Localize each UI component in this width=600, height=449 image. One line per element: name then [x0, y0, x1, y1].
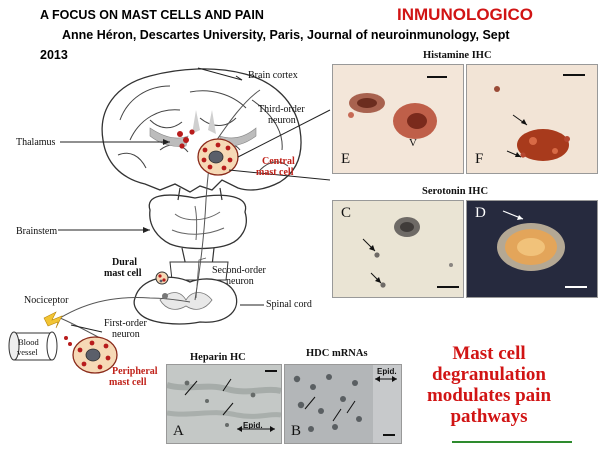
label-third-order-2: neuron — [268, 115, 296, 126]
label-central-1: Central — [262, 156, 295, 167]
serotonin-title: Serotonin IHC — [422, 186, 489, 197]
histamine-title: Histamine IHC — [423, 50, 492, 61]
summary-line-4: pathways — [450, 406, 528, 427]
panel-b-epid: Epid. — [377, 367, 397, 376]
summary-line-2: degranulation — [431, 364, 547, 385]
panel-f-letter: F — [475, 151, 484, 167]
micrograph-a: A Epid. — [166, 364, 282, 444]
label-brain-cortex: Brain cortex — [248, 70, 298, 81]
heparin-title: Heparin HC — [190, 352, 246, 363]
summary-underline — [452, 441, 572, 443]
hdc-title: HDC mRNAs — [306, 348, 368, 359]
nociceptor-bolt — [43, 311, 63, 329]
label-blood-1: Blood — [18, 337, 39, 347]
brand-label: INMUNOLOGICO — [397, 5, 533, 24]
panel-b-letter: B — [291, 423, 302, 439]
micrograph-e: E V — [332, 64, 464, 174]
label-dural-1: Dural — [112, 257, 137, 268]
panel-a-epid: Epid. — [243, 421, 263, 430]
page-title: A FOCUS ON MAST CELLS AND PAIN — [40, 8, 264, 22]
micrograph-b: B Epid. — [284, 364, 402, 444]
summary-line-1: Mast cell — [452, 343, 526, 364]
central-mast-cell — [197, 138, 239, 176]
label-spinal-cord: Spinal cord — [266, 299, 312, 310]
label-first-order-1: First-order — [104, 318, 147, 329]
pain-pathway-diagram — [8, 67, 331, 374]
micrograph-f: F — [466, 64, 598, 174]
label-second-order-1: Second-order — [212, 265, 266, 276]
label-third-order-1: Third-order — [258, 104, 305, 115]
label-second-order-2: neuron — [226, 276, 254, 287]
panel-e-letter: E — [341, 151, 351, 167]
dural-mast-cell — [155, 271, 169, 285]
author-line: Anne Héron, Descartes University, Paris,… — [62, 28, 510, 42]
label-blood-2: vessel — [17, 347, 38, 357]
label-dural-2: mast cell — [104, 268, 142, 279]
label-central-2: mast cell — [256, 167, 294, 178]
blood-vessel — [8, 331, 58, 361]
panel-d-letter: D — [475, 205, 486, 221]
label-peripheral-1: Peripheral — [112, 366, 158, 377]
summary-line-3: modulates pain — [426, 385, 552, 406]
micrograph-d: D — [466, 200, 598, 298]
label-first-order-2: neuron — [112, 329, 140, 340]
brain-outline — [101, 68, 302, 193]
year-label: 2013 — [40, 48, 68, 62]
label-nociceptor: Nociceptor — [24, 295, 69, 306]
label-brainstem: Brainstem — [16, 226, 58, 237]
brainstem-section — [148, 194, 247, 250]
panel-e-mark: V — [409, 137, 417, 149]
panel-a-letter: A — [173, 423, 184, 439]
panel-c-letter: C — [341, 205, 352, 221]
label-thalamus: Thalamus — [16, 137, 56, 148]
peripheral-mast-cell — [72, 336, 118, 374]
label-peripheral-2: mast cell — [109, 377, 147, 388]
micrograph-c: C — [332, 200, 464, 298]
summary-text: Mast cell degranulation modulates pain p… — [394, 343, 584, 427]
